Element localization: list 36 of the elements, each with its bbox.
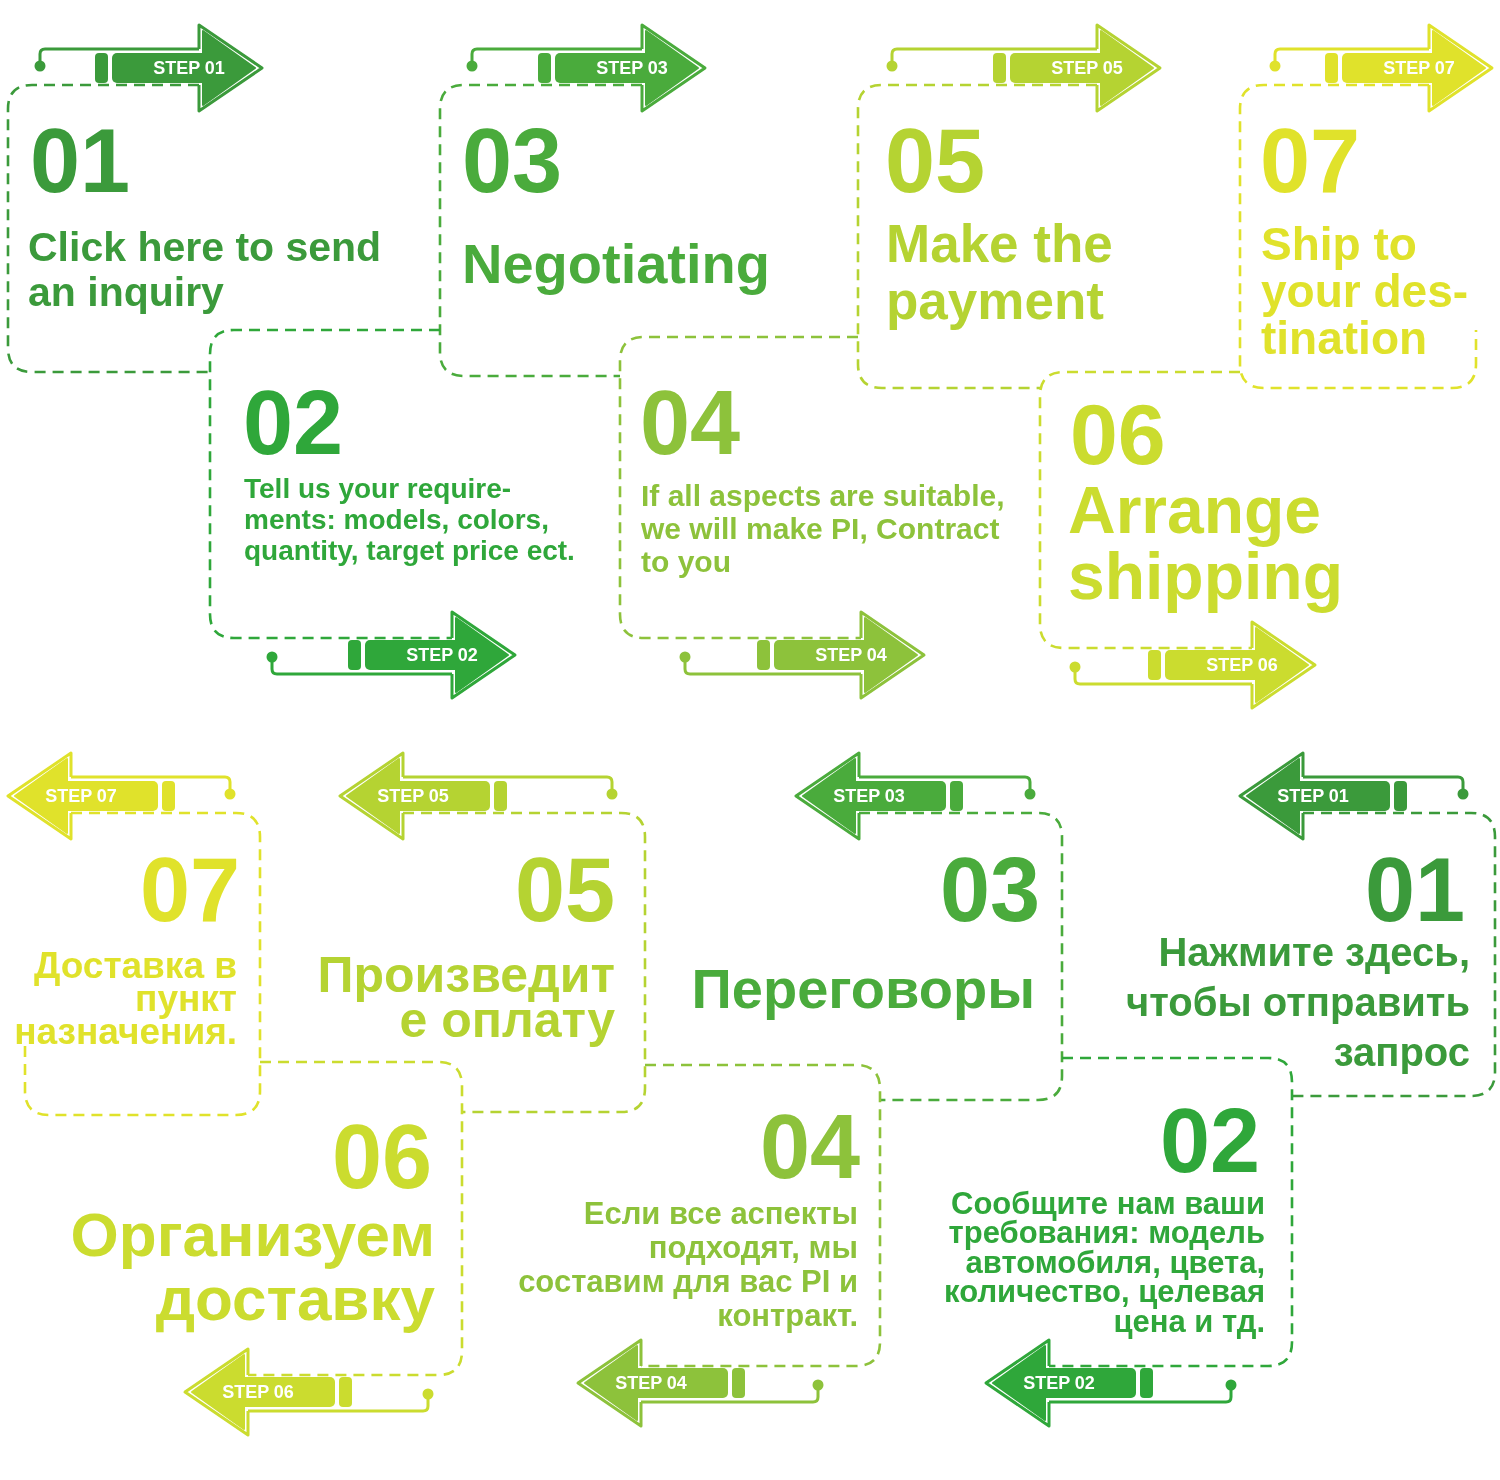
step-number: 06 [331,1112,432,1203]
step-number: 01 [30,116,131,207]
step-number: 02 [1159,1096,1260,1187]
step-label: STEP 06 [1206,656,1278,674]
step-label: STEP 07 [45,787,117,805]
step-label: STEP 04 [615,1374,687,1392]
step-label: STEP 02 [406,646,478,664]
step-label: STEP 04 [815,646,887,664]
step-number: 04 [759,1102,860,1193]
step-number: 05 [514,845,615,936]
step-description: Организуем доставку [70,1202,435,1331]
step-description: Ship to your des- tination [1261,221,1469,363]
step-description: If all aspects are suitable, we will make PI, Contract to you [641,478,1005,578]
step-number: 05 [885,116,986,207]
step-label: STEP 07 [1383,59,1455,77]
step-label: STEP 05 [377,787,449,805]
step-label: STEP 06 [222,1383,294,1401]
step-number: 07 [1260,116,1361,207]
step-label: STEP 01 [1277,787,1349,805]
step-description: Tell us your require- ments: models, colors, quantity, target price ect. [244,472,575,566]
step-label: STEP 05 [1051,59,1123,77]
step-number: 03 [939,845,1040,936]
step-description: Если все аспекты подходят, мы составим для вас PI и контракт. [518,1197,858,1334]
step-description: Make the payment [886,215,1113,330]
step-label: STEP 03 [596,59,668,77]
step-description: Доставка в пункт назначения. [14,949,237,1049]
step-label: STEP 03 [833,787,905,805]
step-description: Click here to send an inquiry [28,224,382,315]
step-label: STEP 01 [153,59,225,77]
step-number: 07 [139,845,240,936]
step-description: Сообщите нам ваши требования: модель автомобиля, цвета, количество, целевая цена и тд. [944,1188,1265,1337]
step-number: 04 [640,378,741,469]
step-number: 03 [462,116,563,207]
step-label: STEP 02 [1023,1374,1095,1392]
step-number: 02 [243,378,344,469]
step-number: 06 [1070,390,1166,477]
